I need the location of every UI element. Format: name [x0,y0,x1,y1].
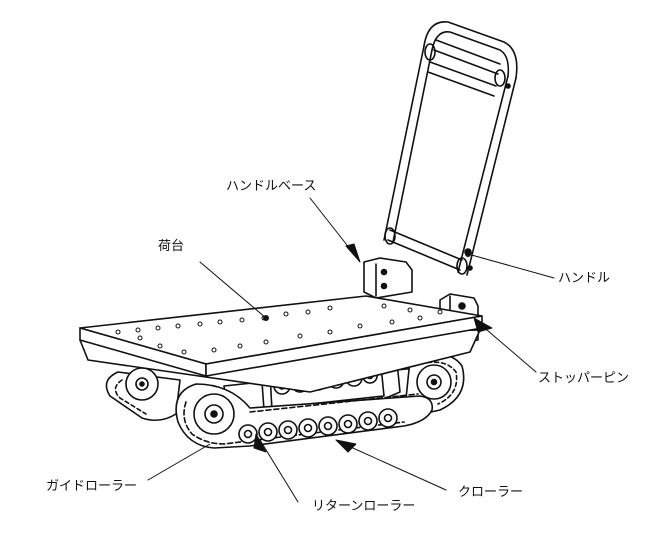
label-stopper-pin: ストッパーピン [538,371,630,386]
cargo-deck [79,295,483,393]
label-handle: ハンドル [558,271,611,286]
deck-pointer-dot [263,315,269,321]
leader-lines [147,197,555,503]
handle-pointer-dot [465,251,471,257]
track-rollers [238,408,398,444]
label-deck: 荷台 [158,239,185,254]
rear-crawler-track [105,367,181,422]
label-guide-roller: ガイドローラー [46,479,138,494]
label-crawler: クローラー [458,485,524,500]
guide-roller-wheel [193,393,235,435]
label-handle-base: ハンドルベース [226,179,317,194]
label-return-roller: リターンローラー [312,499,416,514]
handle-frame [383,21,518,276]
front-crawler-track [175,383,434,449]
